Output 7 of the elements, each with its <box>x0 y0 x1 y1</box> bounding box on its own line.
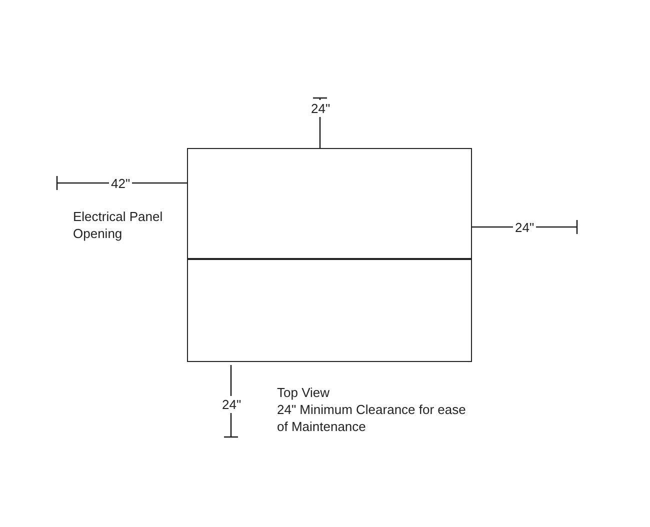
view-title: Top View <box>277 384 330 401</box>
panel-opening-note: Electrical Panel Opening <box>73 208 164 242</box>
dimension-label: 24" <box>220 396 244 413</box>
panel-box <box>187 260 472 362</box>
clearance-note: 24" Minimum Clearance for ease of Maintenance <box>277 401 467 435</box>
panel-box <box>187 148 472 261</box>
dimension-label: 24" <box>309 100 332 117</box>
